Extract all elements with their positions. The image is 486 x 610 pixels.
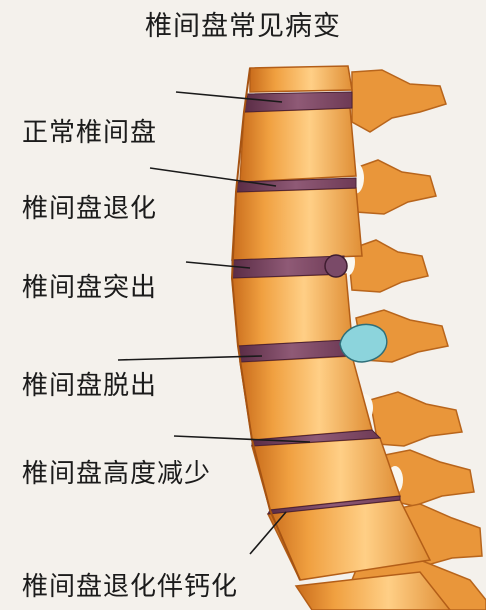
posterior-processes — [339, 69, 486, 610]
leader-lines — [117, 91, 311, 555]
leader-line-extrusion — [117, 355, 263, 361]
extruded-fragment — [339, 323, 388, 363]
anterior-edge — [230, 67, 301, 581]
page-title: 椎间盘常见病变 — [145, 11, 341, 42]
label-degeneration-calcification: 椎间盘退化伴钙化 — [22, 572, 239, 602]
leader-line-degenerated — [149, 167, 277, 187]
protrusion-bulge — [324, 254, 348, 278]
label-disc-degeneration: 椎间盘退化 — [22, 194, 158, 224]
leader-line-height-loss — [173, 435, 311, 443]
label-normal-disc: 正常椎间盘 — [22, 118, 158, 148]
label-disc-height-loss: 椎间盘高度减少 — [22, 459, 212, 489]
leader-line-normal — [175, 91, 283, 103]
intervertebral-discs — [231, 91, 401, 515]
label-disc-extrusion: 椎间盘脱出 — [22, 371, 158, 401]
label-disc-protrusion: 椎间盘突出 — [22, 273, 158, 303]
leader-line-calcified — [249, 511, 287, 555]
leader-line-protrusion — [185, 261, 251, 269]
